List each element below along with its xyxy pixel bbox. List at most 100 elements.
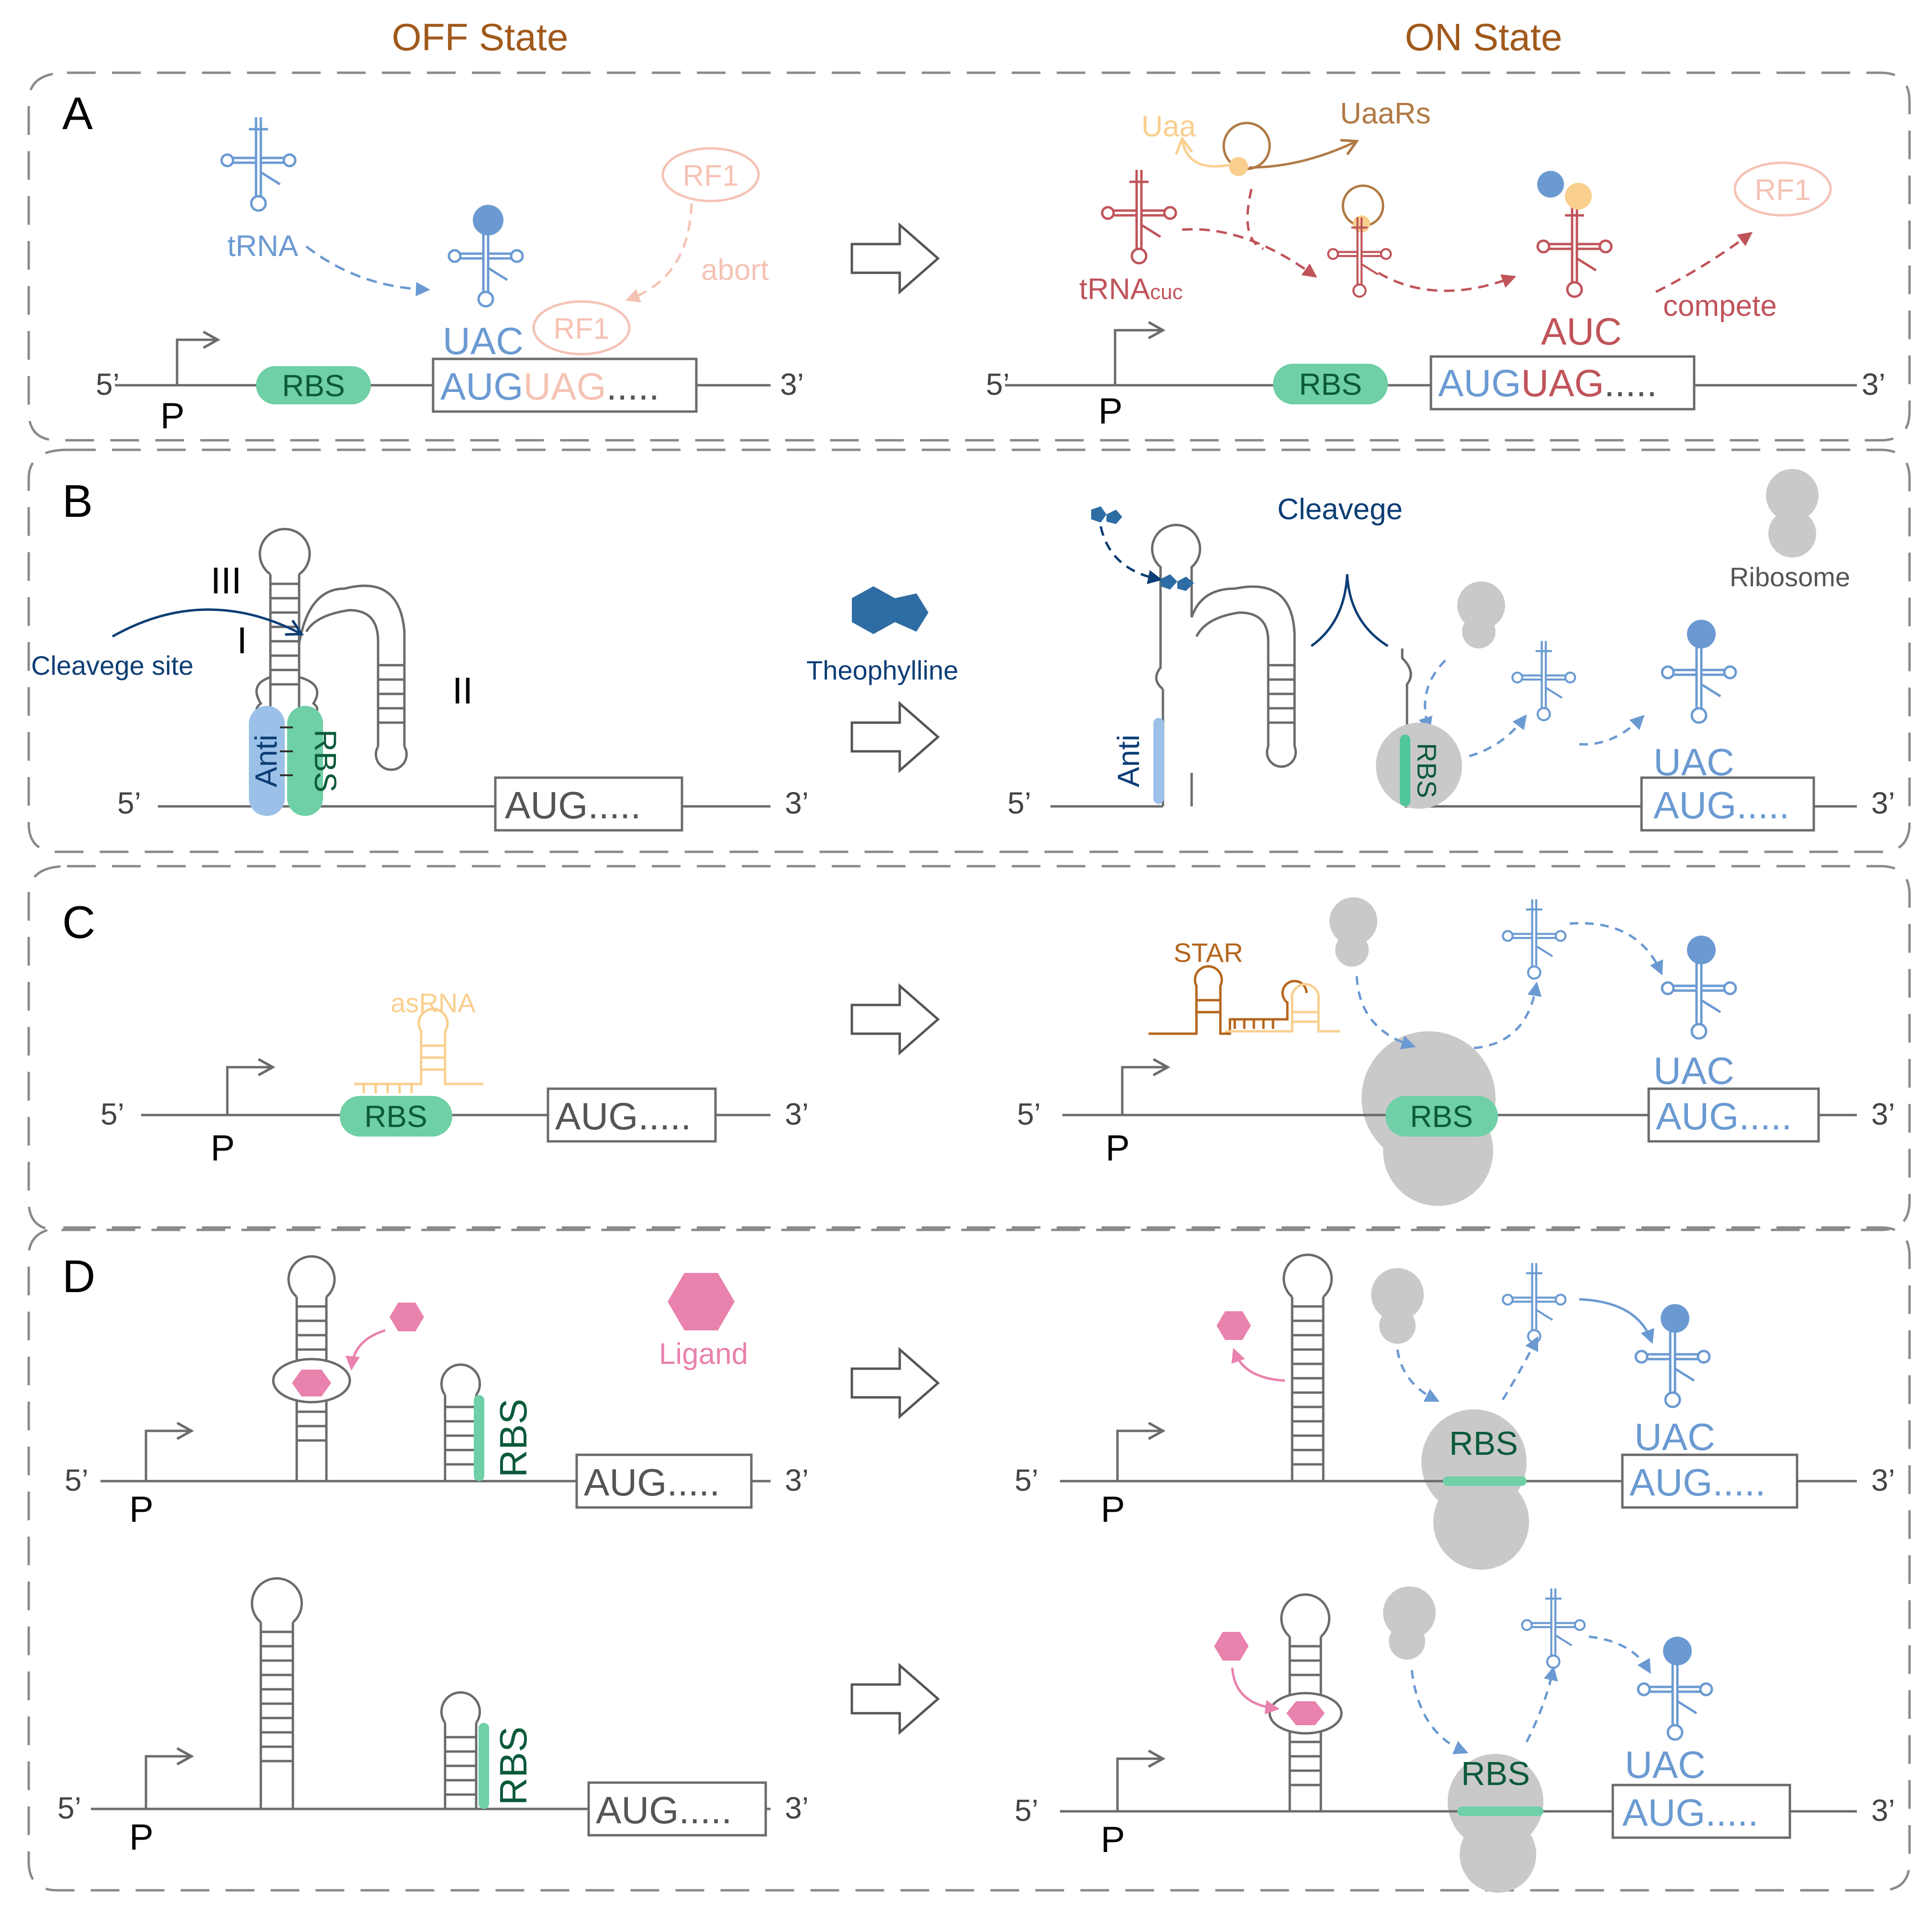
sequence-dots: ..... xyxy=(1705,1791,1758,1834)
coding-box xyxy=(1621,1453,1798,1509)
trna-free xyxy=(1512,641,1575,720)
three-prime-label: 3’ xyxy=(1862,367,1886,402)
trna-arrow-2 xyxy=(1569,922,1663,976)
aug-codon: AUG xyxy=(440,365,523,408)
trna-free xyxy=(1522,1588,1585,1668)
ribosome-approach-large xyxy=(1457,581,1505,629)
stem-ii-label: II xyxy=(452,669,473,712)
rbs-label: RBS xyxy=(1410,1099,1473,1134)
stem-ii-loop xyxy=(375,746,408,771)
panel-c-on: 5’ 3’ P RBS STAR UAC AUG..... xyxy=(1017,897,1895,1206)
aptamer-strands xyxy=(259,1622,294,1809)
coding-text: AUG..... xyxy=(1656,1095,1792,1138)
ribosome-approach-arrow xyxy=(1355,976,1416,1049)
rbs-label: RBS xyxy=(364,1099,427,1134)
off-state-header: OFF State xyxy=(392,16,569,58)
three-prime-label: 3’ xyxy=(1871,1097,1895,1131)
asrna-bound xyxy=(1225,983,1340,1033)
downstream-hairpin xyxy=(1401,648,1412,806)
trna-cuc xyxy=(1102,170,1176,263)
cleavage-site-arrow xyxy=(112,608,304,638)
panel-b-border xyxy=(27,448,1911,853)
rbs-pill xyxy=(340,1096,452,1137)
panel-a-on: 5’ 3’ P RBS AUGUAG..... AUC tRNAcuc Uaa … xyxy=(986,97,1886,432)
three-prime-label: 3’ xyxy=(785,1097,809,1131)
three-prime-label: 3’ xyxy=(785,786,809,820)
ribosome-approach-large xyxy=(1329,897,1377,945)
asrna-strand xyxy=(354,1007,483,1093)
promoter-label: P xyxy=(1101,1819,1125,1860)
five-prime-label: 5’ xyxy=(65,1463,89,1497)
ligand-release-arrow xyxy=(1231,1348,1285,1382)
rf1-bound-label: RF1 xyxy=(553,312,609,346)
rbs-hairpin-rungs xyxy=(445,1406,476,1466)
aug-codon: AUG xyxy=(505,784,588,826)
coding-text: AUG..... xyxy=(555,1095,692,1138)
aug-codon: AUG xyxy=(555,1095,638,1138)
ribosome-approach-large xyxy=(1383,1586,1436,1639)
five-prime-label: 5’ xyxy=(1017,1097,1041,1131)
uac-anticodon: UAC xyxy=(443,320,524,362)
theophylline-free xyxy=(1091,506,1122,524)
compete-label: compete xyxy=(1663,290,1777,323)
rbs-hairpin-rungs xyxy=(445,1736,476,1796)
trna-arrow-2 xyxy=(1579,714,1645,746)
ligand-free xyxy=(1214,1632,1249,1661)
ribosome-label: Ribosome xyxy=(1730,562,1850,592)
trna-cuc-subscript: cuc xyxy=(1150,280,1183,304)
panel-b-on: 5’ 3’ Anti Cleavege Ribosome RBS xyxy=(1007,469,1895,832)
promoter-arrow xyxy=(1121,1058,1171,1115)
aug-codon: AUG xyxy=(1630,1461,1712,1504)
rbs-label: RBS xyxy=(282,368,345,403)
rf1-bound-ellipse xyxy=(532,300,631,356)
panel-d-off-row2: 5’ 3’ P RBS AUG..... xyxy=(57,1577,809,1858)
rbs-label: RBS xyxy=(308,729,343,792)
trna-arrow-2 xyxy=(1579,1298,1654,1344)
uaa-arrow xyxy=(1175,136,1229,168)
asrna-label: asRNA xyxy=(391,988,476,1018)
sequence-dots: ..... xyxy=(606,365,659,408)
coding-box xyxy=(547,1087,717,1143)
theophylline-bound xyxy=(1161,574,1194,591)
aug-codon: AUG xyxy=(1622,1791,1705,1834)
cleavage-site-label: Cleavege site xyxy=(31,650,193,681)
stem-i-label: I xyxy=(237,619,247,661)
aptamer-rungs xyxy=(1290,1645,1321,1786)
rbs-hairpin-loop xyxy=(440,1691,481,1724)
aug-codon: AUG xyxy=(584,1461,667,1504)
aug-codon: AUG xyxy=(596,1789,679,1831)
uaars-arrow xyxy=(1249,139,1359,169)
trna-free xyxy=(222,117,295,211)
charging-arrow-2 xyxy=(1377,271,1517,292)
aptamer-rungs xyxy=(297,1305,326,1442)
trna-cuc-label: tRNAcuc xyxy=(1079,273,1183,306)
coding-text: AUG..... xyxy=(596,1789,732,1831)
stem-ii-rungs xyxy=(378,664,404,724)
trna-arrow-1 xyxy=(1469,714,1527,758)
promoter-label: P xyxy=(129,1489,154,1530)
aug-codon: AUG xyxy=(1438,362,1521,404)
five-prime-label: 5’ xyxy=(1015,1793,1039,1828)
panel-c-border xyxy=(27,865,1911,1231)
cleavage-mark xyxy=(1310,574,1389,647)
aptamer-rungs xyxy=(1292,1305,1323,1466)
ligand-free xyxy=(390,1303,424,1331)
coding-text: AUG..... xyxy=(505,784,641,826)
trna-arrow-1 xyxy=(1501,1336,1539,1401)
uag-codon: UAG xyxy=(523,365,606,408)
ribosome-approach-small xyxy=(1462,615,1496,648)
uag-codon: UAG xyxy=(1521,362,1604,404)
ligand-bound xyxy=(292,1370,331,1396)
five-prime-label: 5’ xyxy=(1007,786,1031,820)
coding-box xyxy=(494,776,683,832)
promoter-arrow xyxy=(1116,1422,1166,1481)
coding-box xyxy=(1611,1784,1791,1839)
promoter-label: P xyxy=(1101,1489,1125,1530)
amino-acid-ball xyxy=(1687,936,1716,964)
sequence-dots: ..... xyxy=(667,1461,720,1504)
compete-arrow xyxy=(1655,232,1753,293)
promoter-arrow xyxy=(145,1747,194,1809)
ligand-label: Ligand xyxy=(659,1338,748,1371)
